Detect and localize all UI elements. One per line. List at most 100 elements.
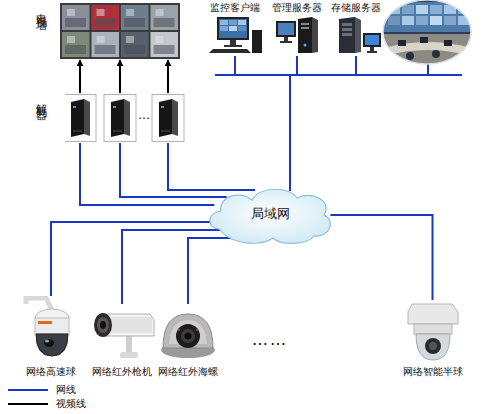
graphic-part [458,5,470,14]
graphic-part [185,333,192,340]
control-room-photo [382,0,474,66]
graphic-part [151,32,179,57]
graphic-part [67,36,75,43]
graphic-part [402,5,414,14]
ir-bullet-camera: 网络红外枪机 [88,304,156,378]
video-cable [79,60,81,93]
graphic-part [60,3,180,59]
monitor-client: 监控客户端 [205,2,265,56]
graphic-part [304,44,307,47]
ir-conch-camera: 网络红外海螺 [157,304,219,378]
graphic-part [430,16,442,25]
legend-label: 视频线 [56,398,86,410]
graphic-part [339,17,355,53]
network-cable [120,143,227,197]
graphic-part [398,40,406,46]
graphic-part [280,41,292,43]
graphic-part [121,5,149,30]
graphic-part [151,5,179,30]
graphic-part [92,5,120,30]
graphic-part [111,99,124,137]
graphic-part [444,40,452,46]
graphic-part [430,5,442,14]
ellipsis-mark: …… [252,330,288,349]
graphic-part [44,339,54,347]
management-server: 管理服务器 [268,2,326,56]
graphic-part [230,40,236,45]
graphic-part [22,296,80,360]
graphic-part [154,18,175,27]
network-cable [188,238,243,304]
graphic-part [406,52,414,60]
graphic-part [342,33,352,36]
graphic-part [121,32,149,57]
node-label: 局域网 [205,206,335,222]
graphic-part [60,3,180,59]
ellipsis-mark: … [138,108,150,122]
graphic-part [100,321,106,329]
graphic-part [382,34,474,66]
graphic-part [209,49,251,53]
graphic-part [156,36,164,43]
graphic-part [444,16,456,25]
graphic-part [35,318,69,334]
graphic-part [178,329,180,331]
graphic-part [67,9,75,16]
graphic-part [105,329,107,331]
speed-dome-camera: 网络高速球 [22,296,80,378]
graphic-part [94,313,112,337]
network-cable [235,56,290,191]
decoder-group: 解码器 [35,93,195,143]
smart-half-dome-camera: 网络智能半球 [400,300,465,378]
network-cable [122,230,221,304]
node-label: 监控客户端 [199,2,271,14]
graphic-part [65,18,86,27]
storage-server-art [327,15,385,59]
legend-row: 视频线 [8,398,86,410]
graphic-part [284,37,288,41]
graphic-part [95,18,116,27]
graphic-part [220,20,228,25]
graphic-part [157,306,219,364]
graphic-part [172,99,178,136]
bus-drop [427,64,429,75]
graphic-part [181,329,195,343]
graphic-part [400,300,465,362]
graphic-part [298,17,312,53]
node-label: 电视墙 [35,4,47,13]
graphic-part [217,17,249,40]
graphic-part [402,16,414,25]
graphic-part [252,30,262,53]
graphic-part [408,304,458,324]
graphic-part [355,17,361,53]
graphic-part [229,20,237,25]
graphic-part [278,23,294,35]
graphic-part [95,45,116,54]
graphic-part [205,16,265,54]
ir-conch-camera-art [157,306,219,368]
management-server-art [268,15,326,59]
graphic-part [432,50,440,58]
graphic-part [65,95,96,142]
graphic-part [363,33,381,47]
legend-sample [8,403,48,405]
graphic-part [429,342,437,350]
graphic-part [62,5,90,30]
graphic-part [65,45,86,54]
graphic-part [220,26,228,31]
graphic-part [108,317,152,333]
graphic-part [384,2,472,32]
graphic-part [126,9,134,16]
graphic-part [342,28,352,31]
video-cable [167,60,169,93]
graphic-part [113,106,116,108]
lan-cloud: 局域网 [205,185,335,245]
network-cable [290,56,356,191]
graphic-part [73,106,76,108]
network-cable [330,215,432,300]
graphic-part [425,338,441,354]
graphic-part [161,130,170,132]
graphic-part [163,314,213,348]
graphic-part [154,45,175,54]
graphic-part [229,26,237,31]
